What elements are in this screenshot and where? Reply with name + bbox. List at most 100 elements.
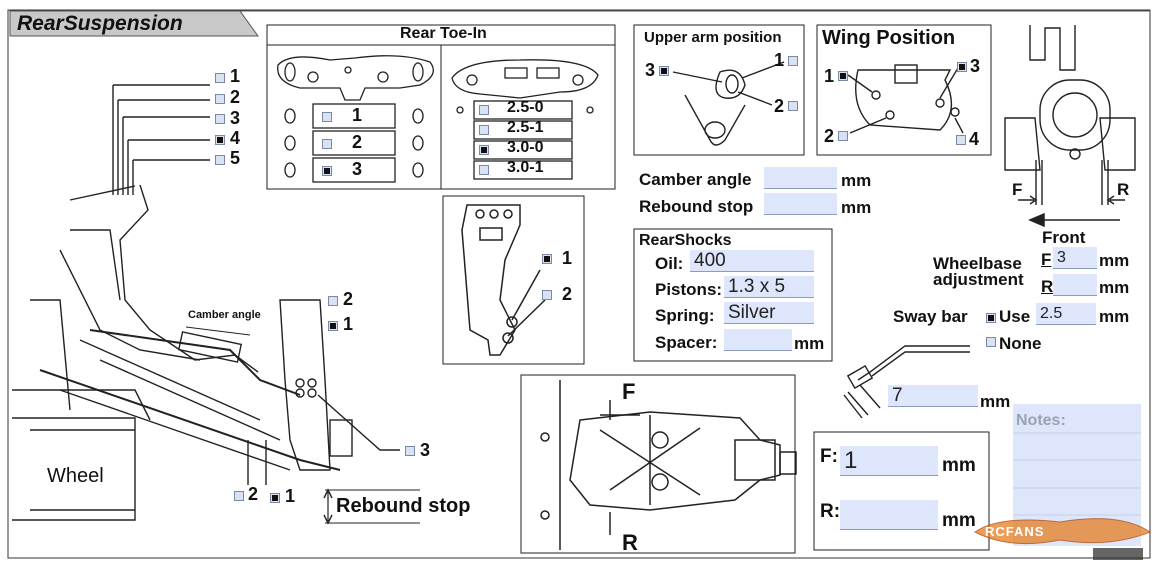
toe-right-checkbox-3-0-0[interactable] bbox=[479, 145, 489, 155]
wing-label-2: 2 bbox=[824, 126, 835, 146]
sway-use-input[interactable]: 2.5 bbox=[1036, 303, 1096, 325]
toe-right-checkbox-2-5-0[interactable] bbox=[479, 105, 489, 115]
wheelbase-r-input[interactable] bbox=[1053, 274, 1097, 296]
tower-label-1: 1 bbox=[230, 66, 241, 86]
wheelbase-r-unit: mm bbox=[1099, 278, 1130, 297]
rebound-stop-diagram-label: Rebound stop bbox=[336, 495, 471, 517]
wheelbase-f-unit: mm bbox=[1099, 251, 1130, 270]
rebound-stop-label: Rebound stop bbox=[639, 197, 754, 216]
hub-box-checkbox-2[interactable] bbox=[542, 290, 552, 300]
hub-side-label-3: 3 bbox=[420, 440, 431, 460]
wing-checkbox-3[interactable] bbox=[957, 62, 967, 72]
arm-f-unit: mm bbox=[942, 455, 976, 476]
rebound-stop-unit: mm bbox=[841, 198, 872, 217]
upright-r-label: R bbox=[1117, 180, 1130, 199]
watermark-text: RCFANS bbox=[985, 524, 1045, 539]
upright-f-label: F bbox=[1012, 180, 1023, 199]
toe-right-checkbox-2-5-1[interactable] bbox=[479, 125, 489, 135]
oil-input[interactable]: 400 bbox=[690, 250, 814, 272]
sway-use-unit: mm bbox=[1099, 307, 1130, 326]
toe-left-label-1: 1 bbox=[352, 105, 363, 125]
wing-label-1: 1 bbox=[824, 66, 835, 86]
lower-label-2: 2 bbox=[248, 484, 259, 504]
shock-tower-outline bbox=[119, 184, 259, 373]
upper-arm-box-outline bbox=[633, 24, 805, 156]
toe-left-label-3: 3 bbox=[352, 159, 363, 179]
spacer-unit: mm bbox=[794, 334, 825, 353]
wing-checkbox-4[interactable] bbox=[956, 135, 966, 145]
sway-bar-label: Sway bar bbox=[893, 307, 968, 326]
sway-use-checkbox[interactable] bbox=[986, 313, 996, 323]
tower-label-2: 2 bbox=[230, 87, 241, 107]
front-label: Front bbox=[1042, 228, 1086, 247]
upper-arm-checkbox-1[interactable] bbox=[788, 56, 798, 66]
hub-top-label-1: 1 bbox=[343, 314, 354, 334]
tower-checkbox-2[interactable] bbox=[215, 94, 225, 104]
wing-title: Wing Position bbox=[822, 27, 956, 49]
wing-checkbox-2[interactable] bbox=[838, 131, 848, 141]
hub-top-checkbox-2[interactable] bbox=[328, 296, 338, 306]
toe-right-label-2-5-0: 2.5-0 bbox=[507, 99, 544, 116]
spacer-label: Spacer: bbox=[655, 333, 718, 352]
wheel-label: Wheel bbox=[47, 465, 104, 487]
notes-label: Notes: bbox=[1016, 412, 1066, 429]
wing-label-3: 3 bbox=[970, 56, 981, 76]
rebound-stop-input[interactable] bbox=[764, 193, 837, 215]
spacer-input[interactable] bbox=[724, 329, 792, 351]
arm-r-input[interactable] bbox=[840, 500, 938, 530]
lower-checkbox-1[interactable] bbox=[270, 493, 280, 503]
sway-length-input[interactable]: 7 bbox=[888, 385, 978, 407]
lower-arm-r-label: R bbox=[622, 530, 638, 555]
upper-arm-label-3: 3 bbox=[645, 60, 656, 80]
arm-f-input[interactable]: 1 bbox=[840, 446, 938, 476]
toe-left-checkbox-1[interactable] bbox=[322, 112, 332, 122]
hub-box-outline bbox=[442, 195, 585, 365]
oil-label: Oil: bbox=[655, 254, 684, 273]
lower-arm-f-label: F bbox=[622, 379, 636, 404]
spring-label: Spring: bbox=[655, 306, 715, 325]
toe-left-checkbox-3[interactable] bbox=[322, 166, 332, 176]
hub-box-checkbox-1[interactable] bbox=[542, 254, 552, 264]
hub-top-checkbox-1[interactable] bbox=[328, 321, 338, 331]
pistons-input[interactable]: 1.3 x 5 bbox=[724, 276, 814, 298]
hub-top-label-2: 2 bbox=[343, 289, 354, 309]
wheelbase-label-line1: Wheelbase bbox=[933, 254, 1022, 273]
lower-arm-drawing bbox=[540, 380, 797, 550]
tower-label-3: 3 bbox=[230, 108, 241, 128]
lower-checkbox-2[interactable] bbox=[234, 491, 244, 501]
upper-arm-checkbox-2[interactable] bbox=[788, 101, 798, 111]
wing-checkbox-1[interactable] bbox=[838, 71, 848, 81]
sway-none-checkbox[interactable] bbox=[986, 337, 996, 347]
wheelbase-label-line2: adjustment bbox=[933, 270, 1024, 289]
upper-arm-label-1: 1 bbox=[774, 50, 785, 70]
upright-drawing bbox=[1004, 25, 1136, 205]
toe-right-label-3-0-0: 3.0-0 bbox=[507, 139, 544, 156]
upper-arm-checkbox-3[interactable] bbox=[659, 66, 669, 76]
chassis-drawing bbox=[12, 84, 420, 525]
sway-use-label: Use bbox=[999, 307, 1031, 326]
wing-box-outline bbox=[816, 24, 992, 156]
arm-r-unit: mm bbox=[942, 510, 976, 531]
lower-label-1: 1 bbox=[285, 486, 296, 506]
spacers-box-outline bbox=[813, 431, 990, 551]
hub-box-label-2: 2 bbox=[562, 284, 573, 304]
wheelbase-r-label: R bbox=[1041, 277, 1054, 296]
shocks-title: RearShocks bbox=[639, 232, 732, 249]
wheelbase-f-input[interactable]: 3 bbox=[1053, 247, 1097, 269]
toe-left-checkbox-2[interactable] bbox=[322, 139, 332, 149]
camber-angle-input[interactable] bbox=[764, 167, 837, 189]
tower-checkbox-1[interactable] bbox=[215, 73, 225, 83]
pistons-label: Pistons: bbox=[655, 280, 723, 299]
tower-checkbox-5[interactable] bbox=[215, 155, 225, 165]
toe-right-checkbox-3-0-1[interactable] bbox=[479, 165, 489, 175]
tower-checkbox-3[interactable] bbox=[215, 114, 225, 124]
tower-checkbox-4[interactable] bbox=[215, 135, 225, 145]
lower-arm-box-outline bbox=[520, 374, 796, 554]
hub-side-checkbox-3[interactable] bbox=[405, 446, 415, 456]
upper-arm-title: Upper arm position bbox=[644, 29, 782, 46]
shocks-box-outline bbox=[633, 228, 833, 362]
arm-f-label: F: bbox=[820, 446, 838, 467]
spring-input[interactable]: Silver bbox=[724, 302, 814, 324]
upper-arm-label-2: 2 bbox=[774, 96, 785, 116]
